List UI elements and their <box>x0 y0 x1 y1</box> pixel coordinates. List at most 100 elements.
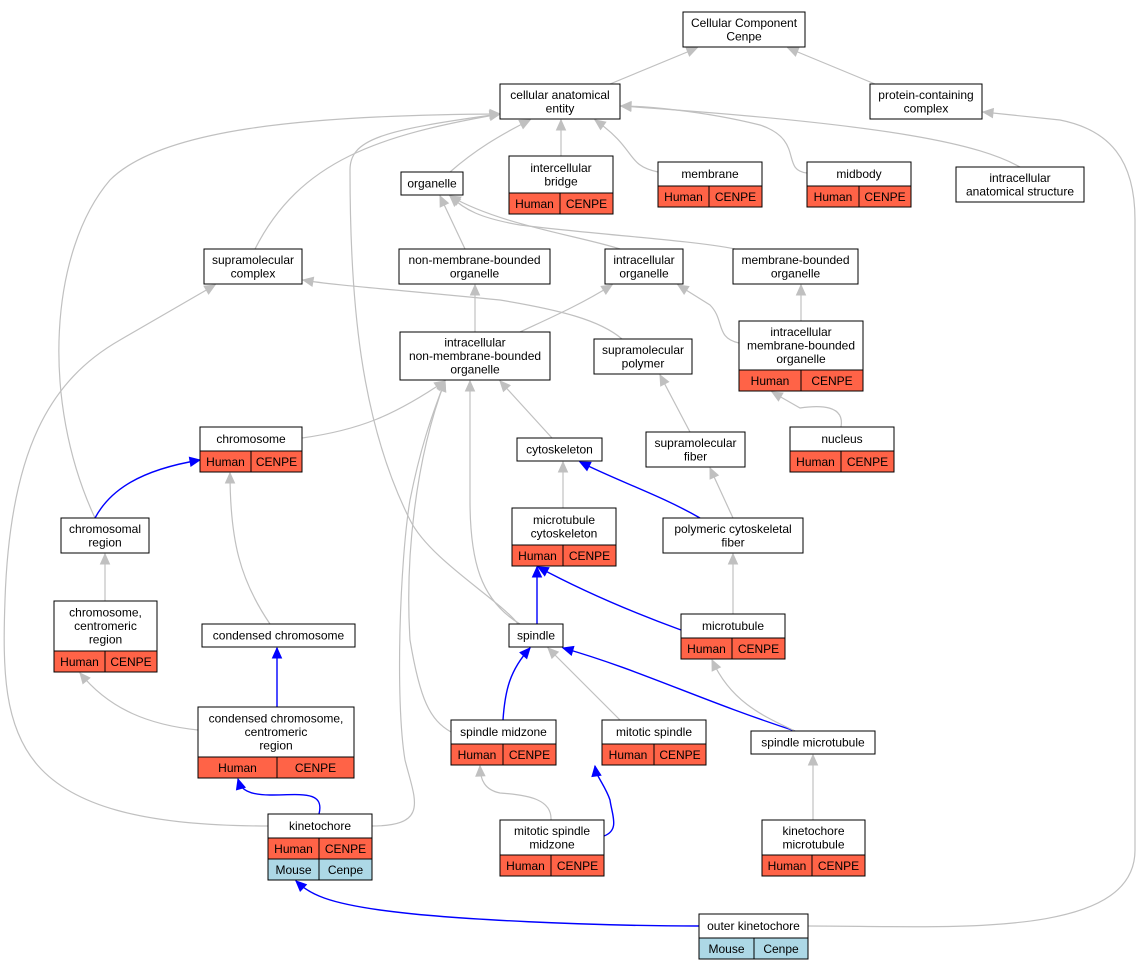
pcf-label-line: polymeric cytoskeletal <box>674 522 791 536</box>
imbo-human-gene-cell <box>800 369 864 392</box>
membrane-human-gene-label: CENPE <box>715 190 756 204</box>
membrane-human-species-label: Human <box>664 190 703 204</box>
ms-human-gene-label: CENPE <box>659 748 700 762</box>
smz-human-gene-label: CENPE <box>509 748 550 762</box>
kmt-human-species-label: Human <box>768 859 807 873</box>
edge-cae-cc <box>609 47 698 85</box>
arrowhead-ccr-chrreg <box>99 552 111 565</box>
ib-label-line: bridge <box>544 174 578 188</box>
smz-human-species-label: Human <box>458 748 497 762</box>
inmbo-label-line: intracellular <box>444 336 505 350</box>
microtubule-human-gene-cell <box>731 637 786 660</box>
ccrr-human-gene-label: CENPE <box>295 761 336 775</box>
okt-mouse-gene-cell <box>753 937 809 960</box>
ib-human-gene-label: CENPE <box>566 197 607 211</box>
arrowhead-inmbo-io <box>600 284 614 296</box>
mbo-box <box>732 248 859 285</box>
ccr-human-species-label: Human <box>60 655 99 669</box>
cc-label-line: Cellular Component <box>691 16 798 30</box>
nucleus-human-gene-cell <box>840 450 895 473</box>
arrowhead-ias-cae <box>619 101 632 112</box>
edges <box>3 47 1136 928</box>
arrowhead-mtcs-cyt <box>557 460 569 473</box>
cae-box <box>499 83 621 120</box>
smc-box <box>203 248 303 285</box>
node-ccrr: condensed chromosome,centromericregionHu… <box>197 706 355 779</box>
cc-box <box>682 11 806 48</box>
kmt-human-gene-cell <box>811 854 866 877</box>
ccr-human-gene-cell <box>104 650 158 673</box>
spindle-label-line: spindle <box>517 629 555 643</box>
mtcs-human-gene-cell <box>562 544 617 567</box>
edge-mt-mtcs <box>537 566 682 631</box>
edge-kin-ccrr <box>237 778 321 815</box>
edge-smt-mt <box>711 659 796 732</box>
ib-label-line: intercellular <box>530 161 591 175</box>
msmz-label-line: midzone <box>529 837 575 851</box>
smt-box <box>750 730 876 755</box>
imbo-human-species-label: Human <box>751 374 790 388</box>
kinetochore-human-species-label: Human <box>274 842 313 856</box>
cae-label-line: entity <box>546 101 575 115</box>
imbo-label-line: intracellular <box>770 325 831 339</box>
okt-mouse-gene-label: Cenpe <box>763 942 799 956</box>
ib-human-gene-cell <box>559 192 614 215</box>
nmbo-label-line: non-membrane-bounded <box>408 253 540 267</box>
edge-ccrr-ccr <box>79 672 199 731</box>
nmbo-label-line: organelle <box>450 266 500 280</box>
smc-label-line: complex <box>231 266 276 280</box>
ccr-label-line: chromosome, <box>69 606 142 620</box>
arrowhead-imbo-mbo <box>795 283 807 296</box>
edge-nuc-imbo <box>771 391 842 428</box>
arrowhead-imbo-io <box>676 284 690 296</box>
spindle-box <box>508 623 564 648</box>
cc-label-line: Cenpe <box>726 29 762 43</box>
arrowhead-smf-smp <box>659 373 670 387</box>
smz-label-line: spindle midzone <box>460 725 547 739</box>
imbo-label-line: organelle <box>776 352 826 366</box>
edge-chr-cae <box>58 113 501 519</box>
condchr-label-line: condensed chromosome <box>213 629 345 643</box>
arrowhead-org-cae <box>518 119 532 130</box>
cae-label-line: cellular anatomical <box>510 88 609 102</box>
edge-mbo-org <box>449 195 736 250</box>
edge-cyt-inmbo <box>499 380 553 439</box>
ms-label-line: mitotic spindle <box>616 725 692 739</box>
arrowhead-ms-spi <box>547 647 560 660</box>
arrowhead-ccrr-ccr <box>79 672 91 685</box>
edge-ms-spi <box>547 647 621 721</box>
smp-label-line: supramolecular <box>602 343 684 357</box>
edge-smf-smp <box>659 374 691 433</box>
ccrr-human-gene-cell <box>276 756 355 779</box>
edge-pcf-cyt <box>579 461 701 519</box>
inmbo-label-line: organelle <box>450 363 500 377</box>
pcc-label-line: protein-containing <box>878 88 973 102</box>
ib-human-species-label: Human <box>515 197 554 211</box>
ias-box <box>955 166 1085 203</box>
arrowhead-msmz-ms <box>591 764 602 778</box>
kinetochore-human-gene-label: CENPE <box>325 842 366 856</box>
edge-smt-spi <box>562 647 796 732</box>
arrowhead-kmt-smt <box>807 753 819 766</box>
edge-msmz-smz <box>479 765 552 821</box>
msmz-label-line: mitotic spindle <box>514 824 590 838</box>
arrowhead-cae-cc <box>685 47 699 57</box>
msmz-human-gene-label: CENPE <box>557 859 598 873</box>
ms-human-gene-cell <box>653 743 707 766</box>
arrowhead-pcf-smf <box>709 466 720 480</box>
